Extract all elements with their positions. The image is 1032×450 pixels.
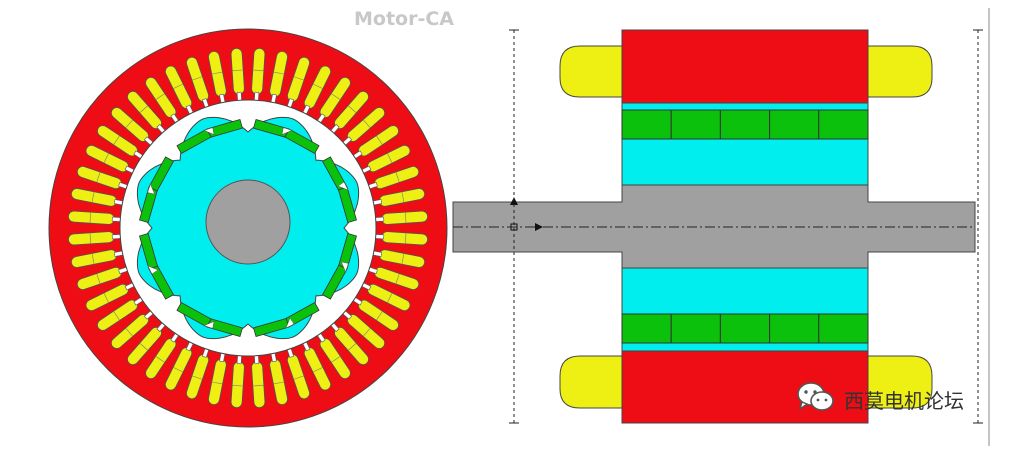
axis-arrow-right bbox=[535, 223, 543, 231]
rotor-magnet-pair bbox=[147, 127, 215, 195]
rotor-magnet-pair bbox=[139, 181, 159, 275]
watermark-bottom-text: 西莫电机论坛 bbox=[844, 388, 964, 413]
wechat-icon bbox=[796, 380, 836, 418]
stator-slot bbox=[251, 47, 266, 101]
axial-magnet-segment bbox=[621, 109, 672, 140]
stator-core-bottom bbox=[621, 350, 869, 424]
axial-magnet-segment bbox=[719, 313, 771, 344]
stator-slot bbox=[361, 144, 411, 174]
stator-slot bbox=[70, 249, 124, 268]
stator-slot bbox=[361, 282, 411, 312]
stator-slot bbox=[342, 310, 386, 349]
stator-slot bbox=[368, 166, 420, 190]
stator-slot bbox=[352, 125, 399, 159]
stator-slot bbox=[372, 249, 426, 268]
axial-view bbox=[452, 8, 990, 446]
stator-slot bbox=[208, 352, 227, 406]
axial-magnet-segment bbox=[818, 313, 869, 344]
stator-slot bbox=[85, 282, 135, 312]
stator-slot bbox=[375, 210, 429, 225]
stator-slot bbox=[230, 355, 245, 409]
end-winding-top-left bbox=[559, 45, 623, 98]
stator-slot bbox=[127, 322, 166, 366]
axial-magnet-segment bbox=[719, 109, 771, 140]
stator-slot bbox=[97, 297, 144, 331]
axial-magnet-segment bbox=[769, 109, 820, 140]
stator-slot bbox=[67, 231, 121, 246]
stator-slot bbox=[269, 50, 288, 104]
end-winding-bottom-right bbox=[866, 355, 933, 409]
stator-slot bbox=[186, 348, 210, 400]
stator-slot bbox=[317, 77, 351, 124]
axial-magnet-segment bbox=[621, 313, 672, 344]
stator-slot bbox=[186, 56, 210, 108]
stator-slot bbox=[67, 210, 121, 225]
axial-magnets-bottom bbox=[621, 313, 869, 344]
axial-magnet-segment bbox=[670, 109, 721, 140]
rotor-magnet-pair bbox=[281, 261, 349, 329]
end-winding-bottom-left bbox=[559, 355, 623, 409]
stator-slot bbox=[342, 107, 386, 146]
stator-slot bbox=[208, 50, 227, 104]
stator-slot bbox=[70, 188, 124, 207]
stator-slot bbox=[85, 144, 135, 174]
stator-slot bbox=[372, 188, 426, 207]
radial-cross-section bbox=[48, 28, 448, 428]
stator-slot bbox=[302, 65, 332, 115]
shaft-cross-section bbox=[205, 179, 291, 265]
stator-slot bbox=[286, 56, 310, 108]
stator-slot bbox=[145, 332, 179, 379]
axial-magnet-segment bbox=[769, 313, 820, 344]
stator-slot bbox=[330, 322, 369, 366]
stator-slot bbox=[164, 65, 194, 115]
watermark-top: Motor-CAD bbox=[354, 8, 454, 30]
stator-slot bbox=[269, 352, 288, 406]
stator-slot bbox=[76, 266, 128, 290]
stator-slot bbox=[164, 341, 194, 391]
watermark-badge: 西莫电机论坛 bbox=[796, 381, 964, 417]
rotor-magnet-pair bbox=[147, 261, 215, 329]
stator-slot bbox=[375, 231, 429, 246]
stator-slot bbox=[251, 355, 266, 409]
stator-slot bbox=[317, 332, 351, 379]
stator-core-top bbox=[621, 29, 869, 104]
axial-magnet-segment bbox=[670, 313, 721, 344]
end-winding-top-right bbox=[866, 45, 933, 98]
stator-slot bbox=[76, 166, 128, 190]
rotor-magnets bbox=[139, 119, 357, 337]
stator-slot bbox=[127, 90, 166, 134]
axial-magnets-top bbox=[621, 109, 869, 140]
rotor-magnet-pair bbox=[337, 181, 357, 275]
stator-slot bbox=[352, 297, 399, 331]
stator-slots bbox=[67, 47, 429, 409]
stator-slot bbox=[368, 266, 420, 290]
axial-magnet-segment bbox=[818, 109, 869, 140]
stator-slot bbox=[97, 125, 144, 159]
